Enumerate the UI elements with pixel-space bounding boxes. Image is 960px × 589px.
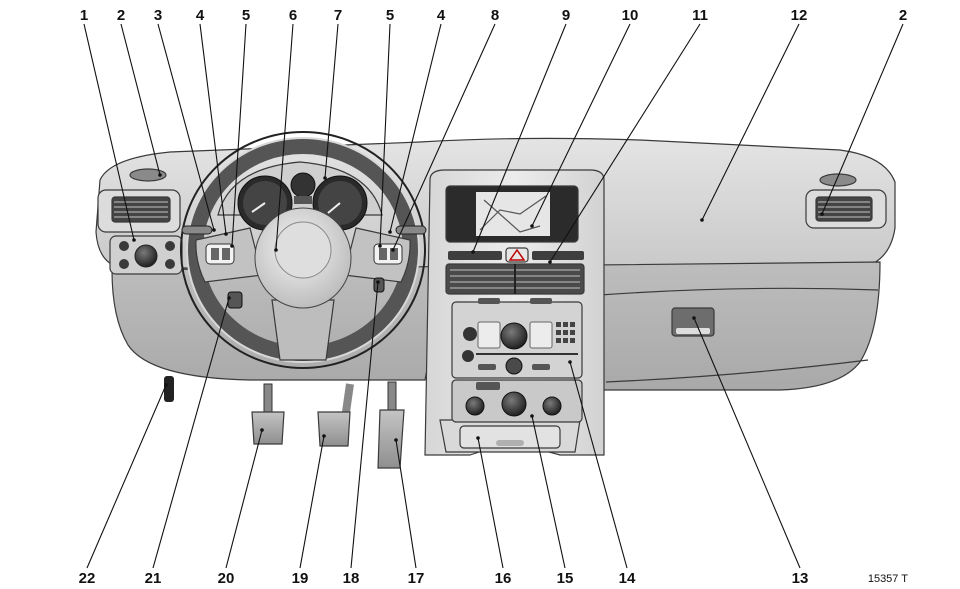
callout-12: 12 [791, 7, 808, 24]
clutch-pedal[interactable] [251, 383, 285, 445]
callout-7: 7 [334, 7, 342, 24]
callout-20: 20 [218, 570, 235, 587]
callout-3: 3 [154, 7, 162, 24]
leader-lines [83, 23, 904, 569]
callout-21: 21 [145, 570, 162, 587]
callout-17: 17 [408, 570, 425, 587]
steering-column-adjustment[interactable] [373, 277, 385, 293]
callout-4: 4 [196, 7, 205, 24]
callout-5: 5 [242, 7, 250, 24]
callout-4b: 4 [437, 7, 446, 24]
callout-13: 13 [792, 570, 809, 587]
callout-22: 22 [79, 570, 96, 587]
steering-wheel-right-controls[interactable] [373, 243, 403, 265]
light-switch-panel[interactable] [109, 235, 183, 275]
callout-1: 1 [80, 7, 88, 24]
callout-14: 14 [619, 570, 636, 587]
info-display [445, 185, 579, 243]
display-buttons-left[interactable] [448, 251, 502, 260]
accelerator-pedal[interactable] [377, 381, 405, 469]
turn-signal-lever[interactable] [181, 225, 213, 235]
callout-5b: 5 [386, 7, 394, 24]
infotainment-system[interactable] [451, 298, 583, 379]
callout-15: 15 [557, 570, 574, 587]
callout-2: 2 [117, 7, 125, 24]
figure-reference-code: 15357 T [868, 573, 908, 585]
callout-9: 9 [562, 7, 570, 24]
callout-labels-bottom: 22 21 20 19 18 17 16 15 14 13 [79, 570, 809, 587]
callout-19: 19 [292, 570, 309, 587]
callout-6: 6 [289, 7, 297, 24]
callout-2b: 2 [899, 7, 907, 24]
left-side-vent[interactable] [97, 189, 181, 233]
ignition-lock[interactable] [227, 291, 243, 309]
right-side-window-vent [819, 173, 857, 187]
callout-18: 18 [343, 570, 360, 587]
storage-compartment[interactable] [459, 425, 561, 449]
steering-wheel[interactable] [180, 131, 426, 369]
display-buttons-right[interactable] [532, 251, 584, 260]
hazard-warning-button[interactable] [505, 247, 529, 263]
glovebox-handle[interactable] [671, 307, 715, 337]
callout-11: 11 [692, 7, 708, 24]
callout-16: 16 [495, 570, 512, 587]
callout-10: 10 [622, 7, 639, 24]
climate-control[interactable] [451, 379, 583, 423]
right-side-vent[interactable] [805, 189, 887, 229]
brake-pedal[interactable] [317, 383, 354, 447]
hood-release-lever[interactable] [164, 376, 174, 402]
left-side-window-vent [129, 168, 167, 182]
callout-labels-top: 1 2 3 4 5 6 7 5 4 8 9 10 11 12 2 [80, 7, 907, 24]
callout-8: 8 [491, 7, 499, 24]
steering-wheel-left-controls[interactable] [205, 243, 235, 265]
leader-endpoints [132, 173, 824, 442]
center-vents[interactable] [445, 263, 585, 295]
